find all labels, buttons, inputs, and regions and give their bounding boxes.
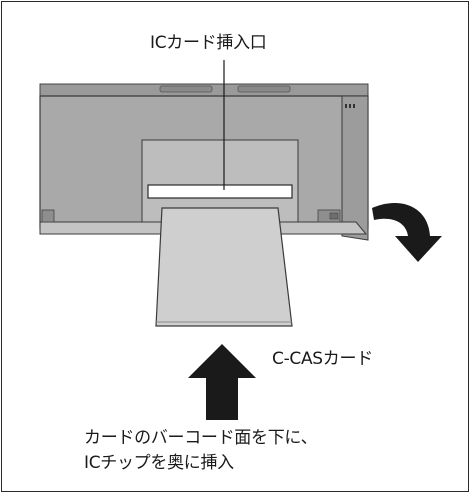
slot-cover (141, 139, 299, 223)
ic-card-slot (147, 184, 293, 199)
c-cas-card (155, 207, 293, 327)
curved-arrow-icon (372, 203, 442, 262)
insert-direction-arrow-icon (188, 344, 256, 420)
c-cas-card-label: C-CASカード (272, 349, 373, 369)
insertion-instruction: カードのバーコード面を下に、 ICチップを奥に挿入 (84, 428, 318, 473)
ic-card-slot-label: ICカード挿入口 (150, 33, 267, 53)
